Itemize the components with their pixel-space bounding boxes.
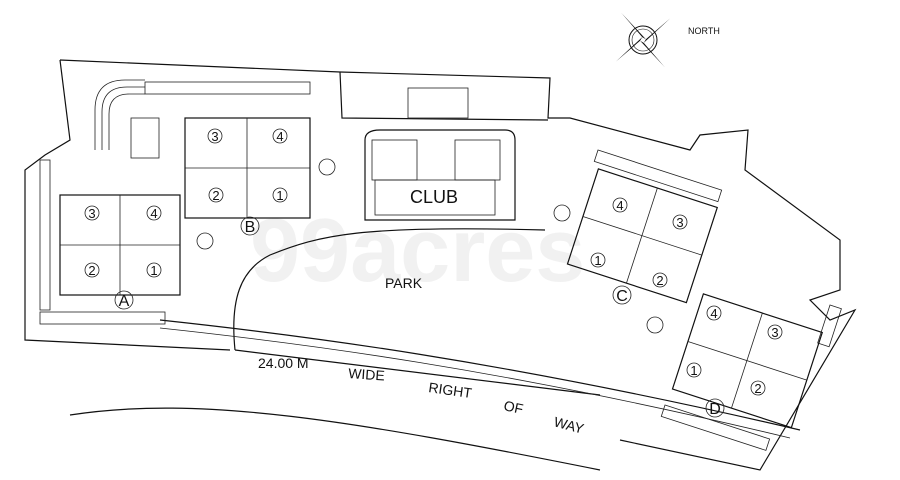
svg-text:3: 3 xyxy=(211,129,218,144)
tower-B xyxy=(184,117,311,219)
tennis-court xyxy=(407,87,469,119)
svg-text:4: 4 xyxy=(150,206,157,221)
svg-text:1: 1 xyxy=(150,263,157,278)
north-label: NORTH xyxy=(688,26,720,36)
tower-label-a: A xyxy=(119,293,130,310)
tower-D xyxy=(671,293,824,429)
road-edge-upper xyxy=(159,319,801,431)
svg-text:1: 1 xyxy=(690,363,697,378)
park-label: PARK xyxy=(385,275,423,291)
tower-label-c: C xyxy=(616,288,628,305)
svg-text:24.00 M: 24.00 M xyxy=(258,355,309,371)
club-building xyxy=(364,129,516,221)
svg-text:4: 4 xyxy=(276,129,283,144)
svg-text:2: 2 xyxy=(754,381,761,396)
club-label: CLUB xyxy=(410,187,458,207)
svg-text:2: 2 xyxy=(88,263,95,278)
svg-text:3: 3 xyxy=(676,215,683,230)
park-boundary xyxy=(233,228,546,351)
svg-text:4: 4 xyxy=(710,306,717,321)
svg-text:OF: OF xyxy=(502,397,524,417)
svg-text:3: 3 xyxy=(771,325,778,340)
svg-text:WIDE: WIDE xyxy=(348,365,386,384)
svg-text:2: 2 xyxy=(212,188,219,203)
svg-text:3: 3 xyxy=(88,206,95,221)
road-label: 24.00 M WIDE RIGHT OF WAY xyxy=(258,355,586,437)
tower-C xyxy=(566,168,719,304)
svg-text:2: 2 xyxy=(656,273,663,288)
svg-text:1: 1 xyxy=(276,188,283,203)
svg-text:WAY: WAY xyxy=(552,413,586,436)
tower-label-b: B xyxy=(245,219,256,236)
tower-A xyxy=(59,194,181,296)
site-boundary xyxy=(59,59,857,471)
svg-text:4: 4 xyxy=(616,198,623,213)
parking-strips xyxy=(39,81,842,451)
svg-text:RIGHT: RIGHT xyxy=(428,379,474,401)
tower-label-d: D xyxy=(709,401,721,418)
road-edge-lower xyxy=(69,407,601,471)
compass-rose-icon xyxy=(615,12,671,68)
svg-text:1: 1 xyxy=(594,253,601,268)
